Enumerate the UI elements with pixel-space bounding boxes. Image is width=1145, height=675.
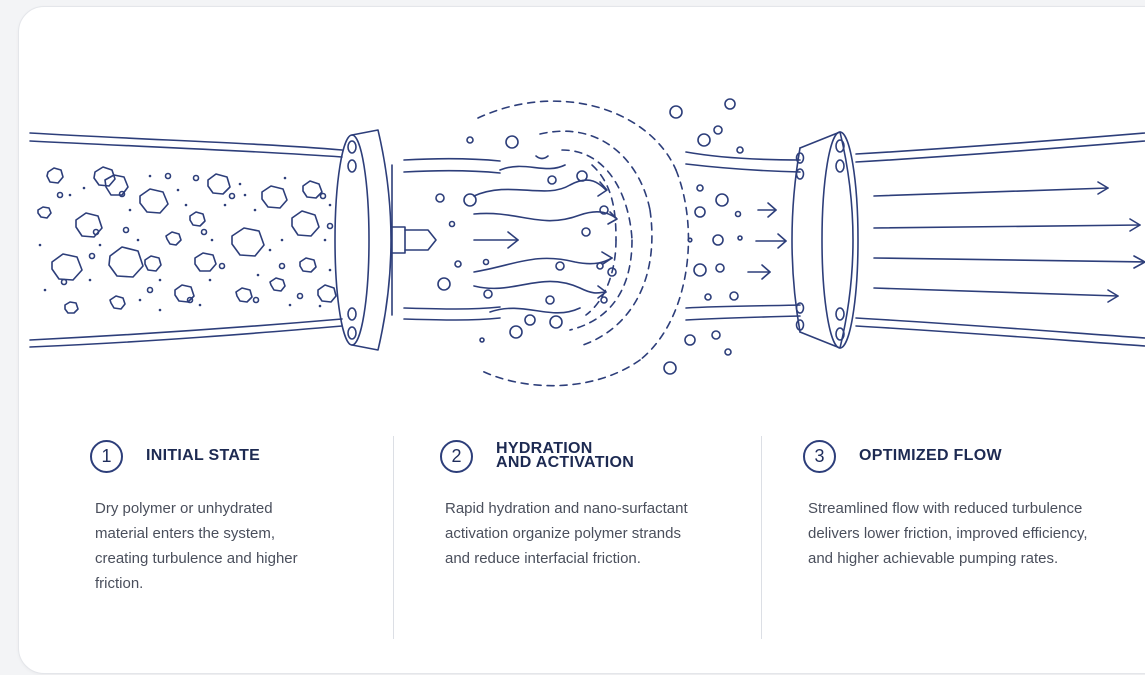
step-number-badge: 3 — [803, 439, 836, 473]
column-divider — [393, 436, 394, 639]
center-arrow — [473, 181, 618, 299]
flow-diagram — [29, 98, 1145, 387]
flow-strands — [473, 155, 617, 314]
step-number-badge: 2 — [440, 439, 473, 473]
step-initial-state: 1 INITIAL STATE Dry polymer or unhydrate… — [90, 438, 390, 596]
activation-bubbles — [435, 98, 744, 375]
dry-polymer-particles — [37, 166, 337, 314]
column-divider — [761, 436, 762, 639]
outlet-pipe — [855, 132, 1145, 347]
step-title: OPTIMIZED FLOW — [859, 447, 1002, 464]
step-description: Dry polymer or unhydrated material enter… — [95, 500, 298, 592]
step-number-badge: 1 — [90, 439, 123, 473]
inlet-pipe — [29, 132, 343, 348]
dust-dots — [38, 174, 332, 312]
infographic-card — [18, 6, 1145, 674]
step-optimized-flow: 3 OPTIMIZED FLOW Streamlined flow with r… — [803, 438, 1103, 571]
right-flange — [791, 131, 859, 349]
step-hydration-activation: 2 HYDRATION AND ACTIVATION Rapid hydrati… — [440, 438, 740, 571]
small-bubbles-left — [56, 172, 334, 304]
step-title: HYDRATION AND ACTIVATION — [496, 440, 635, 471]
activation-rings — [477, 100, 690, 387]
outlet-approach — [685, 151, 801, 321]
step-title: INITIAL STATE — [146, 447, 261, 464]
step-description: Rapid hydration and nano-surfactant acti… — [445, 500, 688, 567]
left-flange — [334, 129, 501, 351]
step-description: Streamlined flow with reduced turbulence… — [808, 500, 1088, 567]
